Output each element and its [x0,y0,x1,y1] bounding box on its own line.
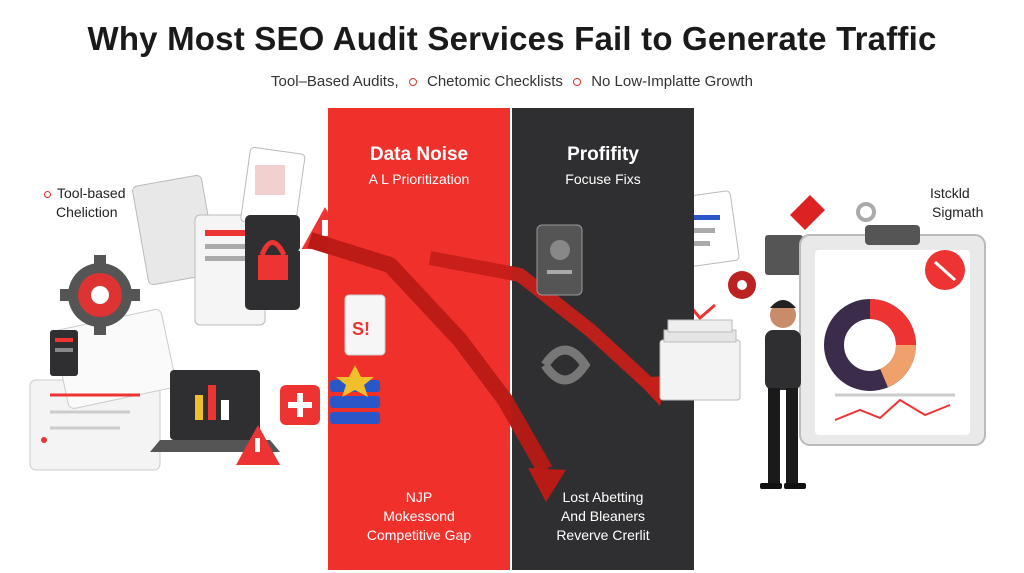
panel-footer-line: NJP [405,489,433,505]
server-box-icon [765,235,803,275]
panel-footer: Lost Abetting And Bleaners Reverve Crerl… [512,488,694,545]
panel-title: Data Noise [369,144,469,165]
left-label-line1: Tool-based [57,185,126,201]
document-stack-icon [29,309,177,471]
left-label-line2: Cheliction [56,204,118,220]
report-icon [50,330,78,376]
page-title: Why Most SEO Audit Services Fail to Gene… [87,20,937,57]
subtitle-item-1: Tool–Based Audits, [271,73,399,90]
alert-gauge-icon [925,250,965,290]
gear-icon [60,255,140,335]
panel-footer-line: Lost Abetting [562,489,644,505]
subtitle-row: Tool–Based Audits, Chetomic Checklists N… [0,73,1024,90]
warning-icon [236,425,280,465]
subtitle-item-3: No Low-Implatte Growth [591,73,753,90]
plus-tile-icon [280,385,320,425]
lock-tower-icon [245,215,300,310]
panel-title: Profifity [567,144,639,165]
panel-footer-line: Competitive Gap [366,527,472,543]
panel-footer-line: Reverve Crerlit [556,527,650,543]
gear-icon [728,271,756,299]
bullet-icon [573,77,582,86]
panel-subtitle: Focuse Fixs [565,171,641,187]
bullet-icon [408,77,417,86]
bullet-icon [44,190,51,198]
panel-footer-line: And Bleaners [560,508,646,524]
profifity-panel: Profifity Focuse Fixs Lost Abetting And … [512,108,694,570]
panel-footer-line: Mokessond [383,508,455,524]
person-illustration [760,300,806,489]
right-label-line2: Sigmath [932,204,984,220]
panel-subtitle: A L Prioritization [368,171,470,187]
panel-footer: NJP Mokessond Competitive Gap [328,488,510,545]
subtitle-item-2: Chetomic Checklists [426,73,563,90]
left-label: Tool-based Cheliction [44,184,126,222]
right-label: Istckld Sigmath [922,184,983,222]
chart-donut-icon [824,299,916,391]
magnet-icon [790,195,876,230]
data-noise-panel: Data Noise A L Prioritization NJP Mokess… [328,108,510,570]
right-label-line1: Istckld [930,185,970,201]
